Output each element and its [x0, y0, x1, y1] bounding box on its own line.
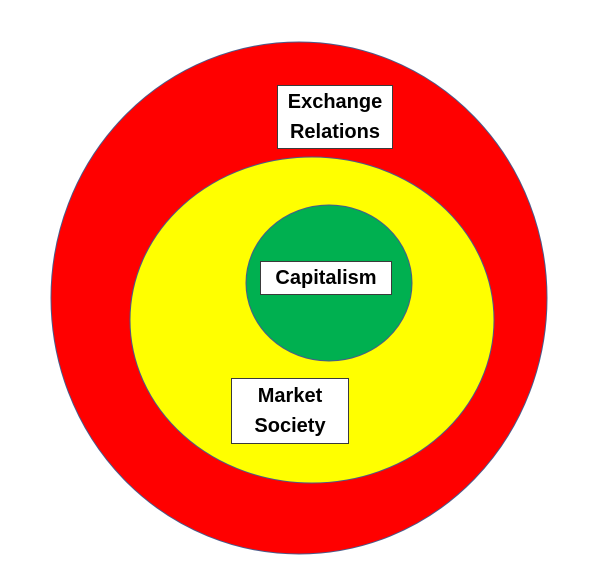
exchange-relations-line2: Relations [289, 121, 380, 143]
market-society-line1: Market [257, 385, 323, 407]
capitalism-text: Capitalism [275, 267, 377, 289]
exchange-relations-line1: Exchange [287, 91, 383, 113]
market-society-label: Market Society [231, 378, 349, 444]
market-society-line2: Society [254, 415, 326, 437]
exchange-relations-label: Exchange Relations [277, 85, 393, 149]
capitalism-label: Capitalism [260, 261, 392, 295]
